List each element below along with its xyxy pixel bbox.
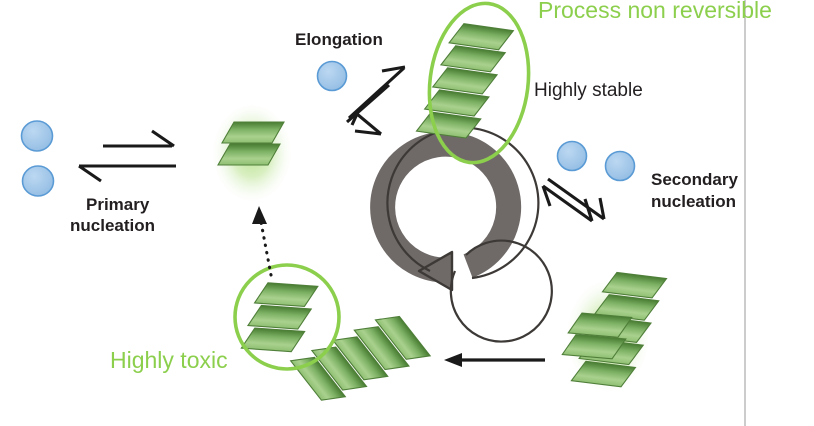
label-elongation: Elongation bbox=[295, 30, 383, 49]
fragmentation-arrow bbox=[444, 353, 545, 367]
label-secondary-nucleation-line2: nucleation bbox=[651, 192, 737, 211]
toxic-conversion-dotted-arrow bbox=[252, 206, 273, 277]
monomer-group-left bbox=[20, 120, 55, 197]
oligomer-toxic-species bbox=[233, 263, 341, 371]
secondary-nucleation-arrows bbox=[541, 177, 606, 223]
monomer-circle bbox=[556, 140, 588, 172]
highlight-circle-toxic bbox=[233, 263, 341, 371]
label-process-non-reversible: Process non reversible bbox=[538, 0, 772, 23]
cycle-arrow-outline bbox=[386, 126, 553, 343]
monomer-circle bbox=[316, 60, 348, 92]
label-primary-nucleation-line2: nucleation bbox=[70, 216, 156, 235]
fibril-bottom-species bbox=[290, 306, 431, 411]
cycle-arrow bbox=[370, 131, 522, 292]
highlight-ellipse-stable bbox=[427, 1, 531, 165]
label-highly-toxic: Highly toxic bbox=[110, 347, 228, 373]
label-highly-stable: Highly stable bbox=[534, 80, 643, 101]
monomer-circle bbox=[20, 120, 54, 152]
elongation-arrows bbox=[345, 65, 406, 136]
primary-nucleation-arrows bbox=[78, 129, 176, 183]
monomer-circle bbox=[21, 165, 55, 197]
fibril-stable-species bbox=[415, 1, 531, 165]
fibril-secondary-species bbox=[561, 270, 668, 396]
oligomer-glow-species bbox=[210, 101, 294, 205]
monomer-circle bbox=[604, 150, 636, 182]
monomer-group-secondary bbox=[556, 140, 636, 182]
label-secondary-nucleation-line1: Secondary bbox=[651, 170, 738, 189]
label-primary-nucleation-line1: Primary bbox=[86, 195, 150, 214]
monomer-group-elongation bbox=[316, 60, 348, 92]
